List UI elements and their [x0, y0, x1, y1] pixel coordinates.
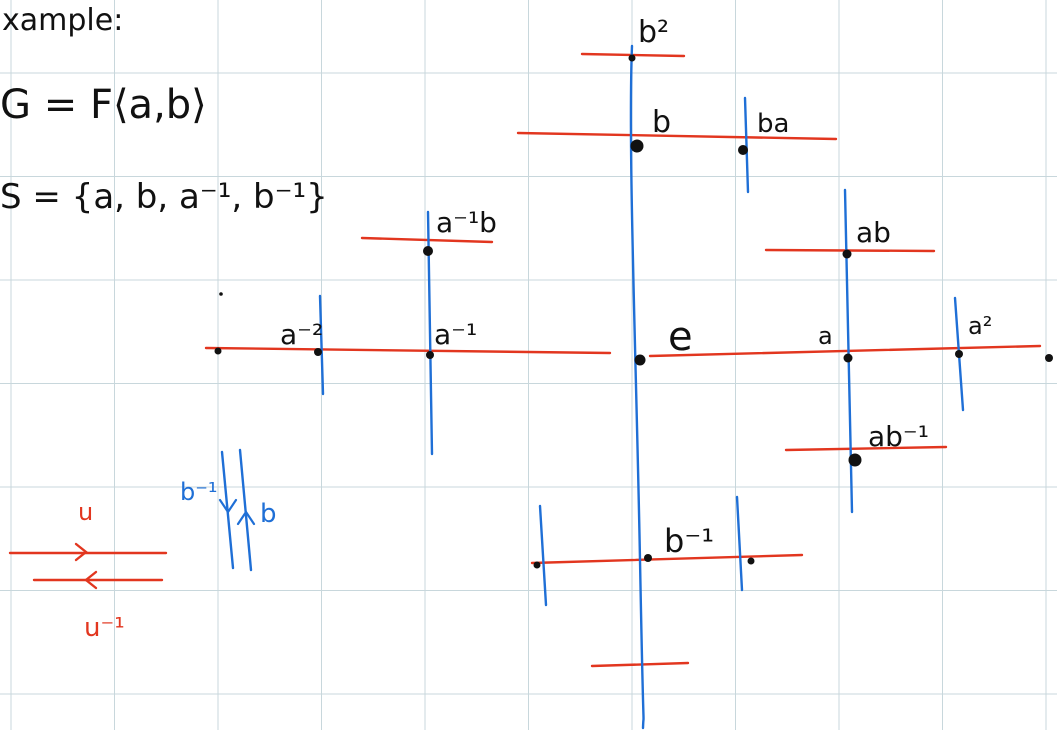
- edge-a-right-of-e: [648, 344, 1042, 358]
- vertex-a-inv2: [314, 348, 322, 356]
- edge-a-through-a-inv-b: [360, 236, 494, 244]
- label-e: e: [668, 314, 693, 360]
- legend-red-left-arrow-icon: [84, 570, 98, 590]
- legend-blue-down-arrow-icon: [218, 498, 238, 514]
- vertex-a3: [1045, 354, 1053, 362]
- vertex-a-inv3: [214, 347, 222, 355]
- edge-b-through-ba: [743, 96, 750, 194]
- legend-blue-arrows: b⁻¹ b: [180, 448, 277, 572]
- vertex-b2: [628, 54, 636, 62]
- vertex-a: [843, 353, 853, 363]
- legend-blue-right-line: [238, 448, 253, 572]
- edge-a-through-ab: [764, 248, 936, 253]
- edge-a-left-of-e: [204, 346, 612, 355]
- label-a-inv-b: a⁻¹b: [436, 206, 497, 239]
- edge-b-right-of-b-inv: [735, 495, 744, 592]
- vertex-b-inv: [644, 554, 652, 562]
- heading-title: xample:: [2, 3, 123, 38]
- edge-b-left-of-b-inv: [538, 504, 548, 607]
- label-ba: ba: [757, 109, 789, 139]
- vertex-b: [630, 139, 644, 153]
- vertex-ba: [738, 145, 748, 155]
- legend-red-top-label: u: [78, 498, 93, 526]
- legend-blue-left-label: b⁻¹: [180, 478, 218, 506]
- stray-dot: [219, 292, 223, 296]
- vertex-e: [634, 354, 646, 366]
- edge-a-through-b-inv2: [590, 661, 690, 668]
- label-b: b: [652, 105, 671, 140]
- vertex-a-inv-b: [423, 246, 433, 256]
- legend-blue-up-arrow-icon: [236, 510, 256, 526]
- heading-group-definition: G = F⟨a,b⟩: [0, 82, 207, 128]
- label-b-inv: b⁻¹: [664, 522, 714, 560]
- legend-red-right-arrow-icon: [74, 542, 88, 562]
- vertex-ab-inv: [848, 453, 862, 467]
- label-ab-inv: ab⁻¹: [868, 420, 929, 453]
- edge-a-through-b-inv: [530, 553, 804, 565]
- legend-blue-right-label: b: [260, 499, 277, 529]
- edge-b-through-a-inv2: [318, 294, 325, 396]
- legend-red-arrows: u u⁻¹: [8, 498, 168, 643]
- edge-a-through-b: [516, 131, 838, 141]
- label-a2: a²: [968, 312, 992, 340]
- edge-a-through-ab-inv: [784, 445, 948, 452]
- vertex-a-inv: [426, 351, 434, 359]
- vertex-a2: [955, 350, 963, 358]
- vertex-b-inv-a: [747, 557, 755, 565]
- label-ab: ab: [856, 216, 891, 249]
- label-a-inv2: a⁻²: [280, 318, 323, 351]
- edge-b-main-column: [629, 44, 645, 730]
- label-a-inv: a⁻¹: [434, 318, 477, 351]
- heading-generating-set: S = {a, b, a⁻¹, b⁻¹}: [0, 177, 328, 217]
- label-a: a: [818, 322, 833, 350]
- vertex-b-inv-a-inv: [533, 561, 541, 569]
- legend-red-bottom-label: u⁻¹: [84, 613, 125, 643]
- vertex-ab: [842, 249, 852, 259]
- label-b2: b²: [638, 15, 669, 50]
